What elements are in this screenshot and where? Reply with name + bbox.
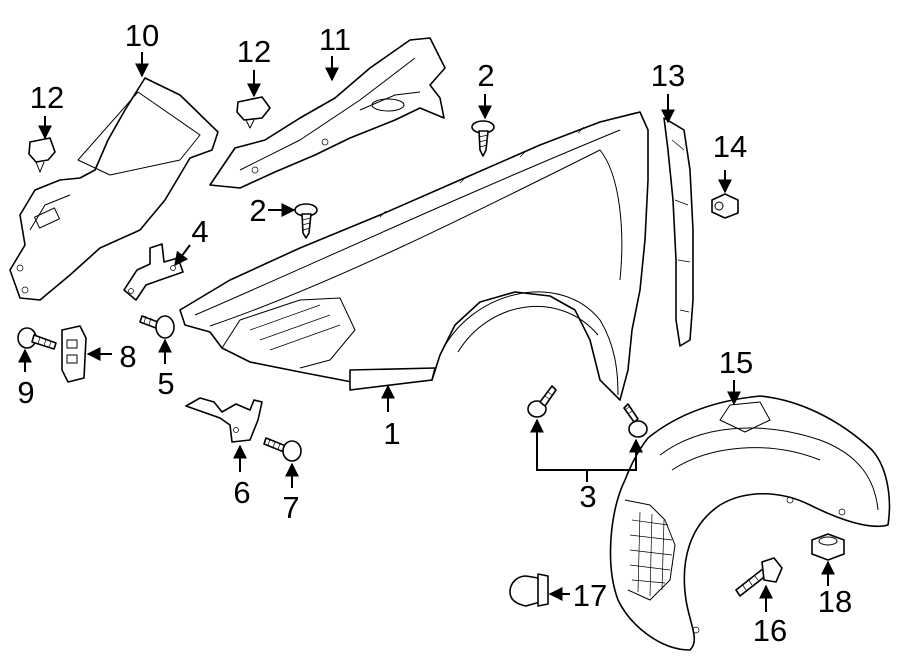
screw-part-2-mid: [294, 203, 318, 239]
callout-9: 9: [17, 375, 34, 410]
seal-strip-part-13: [663, 117, 694, 347]
callout-7: 7: [282, 490, 299, 525]
clip-part-12-left: [28, 137, 56, 173]
screw-part-3-right: [623, 403, 648, 438]
callout-8: 8: [119, 339, 136, 374]
callout-6: 6: [233, 475, 250, 510]
push-nut-part-14: [711, 193, 739, 219]
callout-14: 14: [713, 129, 747, 164]
callout-12-left: 12: [30, 80, 64, 115]
callout-18: 18: [818, 584, 852, 619]
callout-15: 15: [719, 345, 753, 380]
callout-10: 10: [125, 18, 159, 53]
leader-4: [174, 244, 191, 267]
splash-shield-part-10: [9, 77, 219, 301]
bracket-part-6: [185, 397, 263, 443]
callout-5: 5: [157, 366, 174, 401]
screw-part-2-top: [471, 120, 495, 157]
screw-part-3-left: [527, 385, 557, 418]
wheelhouse-liner-part-15: [609, 395, 891, 651]
push-pin-part-17: [509, 573, 549, 607]
leader-3-bracket: [536, 444, 637, 471]
callout-17: 17: [573, 578, 607, 613]
callout-3: 3: [579, 479, 596, 514]
bolt-part-16: [735, 557, 783, 597]
callout-numbers: 10 12 12 11 2 2 4 5 9 8 1 6 7 3 13 14 15…: [17, 18, 852, 648]
callout-2-top: 2: [477, 58, 494, 93]
callout-4: 4: [191, 214, 208, 249]
callout-16: 16: [753, 613, 787, 648]
bolt-part-9: [17, 327, 57, 350]
callout-11: 11: [319, 22, 351, 57]
flange-nut-part-18: [811, 533, 845, 561]
fender-part-1: [179, 111, 649, 401]
fender-liner-part-11: [209, 37, 446, 189]
leader-lines: [18, 52, 835, 612]
callout-13: 13: [651, 58, 685, 93]
callout-1: 1: [383, 416, 400, 451]
callout-2-mid: 2: [249, 193, 266, 228]
callout-12-top: 12: [237, 34, 271, 69]
bracket-part-4: [123, 243, 184, 301]
clip-part-12-top: [236, 96, 271, 129]
plate-part-8: [61, 325, 87, 383]
bolt-part-5: [139, 315, 175, 339]
bolt-part-7: [263, 437, 302, 462]
